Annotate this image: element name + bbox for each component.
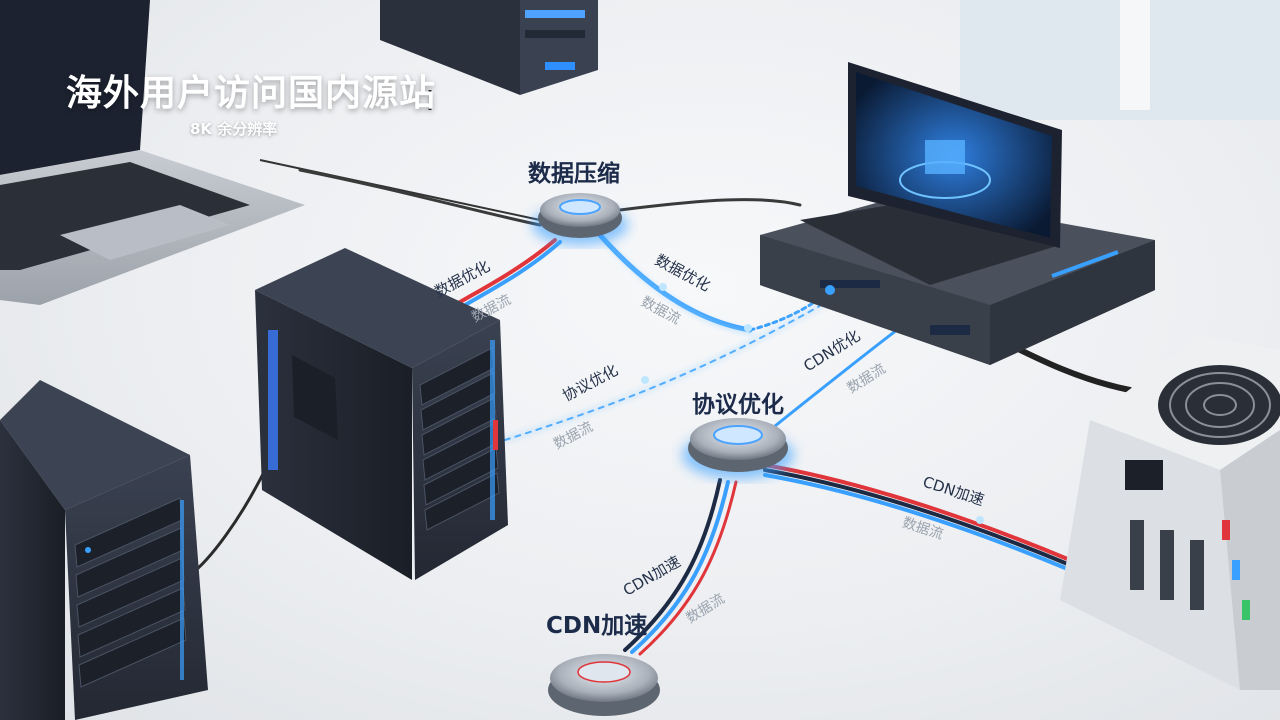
cables bbox=[188, 168, 1133, 656]
node-label-middle: 协议优化 bbox=[692, 392, 784, 418]
server-tower-middle bbox=[255, 248, 508, 580]
node-puck-top bbox=[532, 193, 628, 245]
node-label-bottom: CDN加速 bbox=[546, 613, 648, 639]
power-supply-right bbox=[1060, 335, 1280, 690]
server-top bbox=[380, 0, 598, 110]
window-frame bbox=[1120, 0, 1150, 110]
laptop-right bbox=[760, 62, 1155, 365]
node-puck-bottom bbox=[548, 654, 660, 716]
server-tower-bottom-left bbox=[0, 380, 208, 720]
node-label-top: 数据压缩 bbox=[528, 161, 620, 187]
page-title: 海外用户访问国内源站 bbox=[66, 73, 437, 114]
laptop-top-left bbox=[0, 0, 541, 305]
page-subtitle: 8K 余分辨率 bbox=[190, 120, 278, 138]
node-puck-middle bbox=[682, 418, 794, 479]
